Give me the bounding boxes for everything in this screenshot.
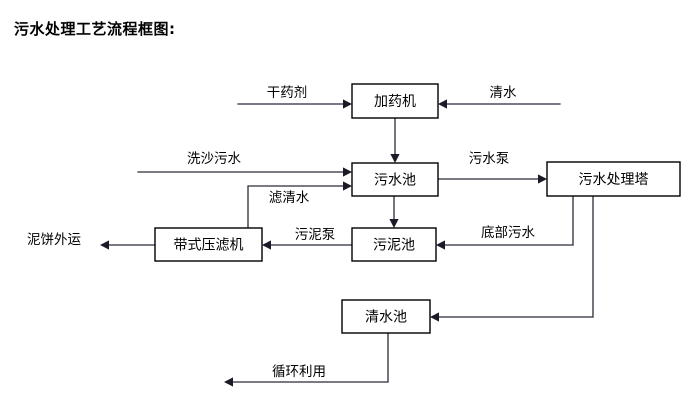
node-treatment_tower[interactable]: 污水处理塔 (546, 161, 681, 197)
edge-filtered-to-wastewater-pool (247, 181, 352, 229)
node-wastewater_pool[interactable]: 污水池 (351, 162, 439, 197)
edge-label-recycle_reuse: 循环利用 (272, 364, 326, 380)
edge-filter-press-to-mudcake (100, 240, 156, 250)
arrowhead-icon (224, 377, 233, 387)
edge-dry-chemical-to-dosing (237, 99, 352, 109)
node-label: 污水处理塔 (579, 172, 649, 188)
node-label: 清水池 (365, 310, 407, 326)
arrowhead-icon (390, 154, 400, 163)
node-box (351, 227, 437, 262)
edge-label-sludge_pump: 污泥泵 (295, 227, 336, 243)
arrowhead-icon (436, 240, 445, 250)
edge-clear-water-pool-to-recycle (224, 332, 389, 387)
edge-tower-bottom-to-sludge (436, 195, 574, 250)
edge-tower-to-clear-water-pool (430, 195, 594, 322)
arrowhead-icon (100, 240, 109, 250)
node-clear_water_pool[interactable]: 清水池 (341, 299, 431, 334)
edge-label-clean_water_in: 清水 (490, 85, 518, 101)
node-belt_filter_press[interactable]: 带式压滤机 (154, 227, 263, 262)
node-label: 污泥池 (373, 238, 415, 254)
arrowhead-icon (343, 167, 352, 177)
arrowhead-icon (343, 181, 352, 191)
edge-sandwash-to-wastewater-pool (137, 167, 352, 177)
node-box (351, 83, 439, 119)
edge-dosing-to-wastewater-pool (390, 117, 400, 163)
edge-label-mud_cake_transport: 泥饼外运 (27, 232, 81, 248)
node-label: 污水池 (374, 173, 416, 189)
edge-label-filtered_water: 滤清水 (269, 190, 310, 206)
edge-label-sand_wash_water: 洗沙污水 (187, 151, 241, 167)
node-sludge_pool[interactable]: 污泥池 (351, 227, 437, 262)
node-box (341, 299, 431, 334)
edge-label-wastewater_pump: 污水泵 (469, 151, 510, 167)
page-title: 污水处理工艺流程框图: (14, 20, 176, 38)
arrowhead-icon (389, 219, 399, 228)
edge-wastewater-pool-to-tower (437, 174, 547, 184)
edge-clean-water-to-dosing (438, 99, 561, 109)
arrowhead-icon (343, 99, 352, 109)
node-box (154, 227, 263, 262)
node-box (546, 161, 681, 197)
arrowhead-icon (438, 99, 447, 109)
edge-label-bottom_wastewater: 底部污水 (481, 225, 535, 241)
node-dosing_machine[interactable]: 加药机 (351, 83, 439, 119)
edge-wastewater-pool-to-sludge (389, 195, 399, 228)
node-label: 加药机 (374, 94, 416, 110)
arrowhead-icon (430, 312, 439, 322)
edge-sludge-to-filter-press (262, 240, 353, 250)
edges-layer (100, 99, 594, 387)
arrowhead-icon (262, 240, 271, 250)
node-label: 带式压滤机 (174, 238, 244, 254)
arrowhead-icon (538, 174, 547, 184)
node-box (351, 162, 439, 197)
edge-label-dry_chemical: 干药剂 (267, 85, 308, 101)
